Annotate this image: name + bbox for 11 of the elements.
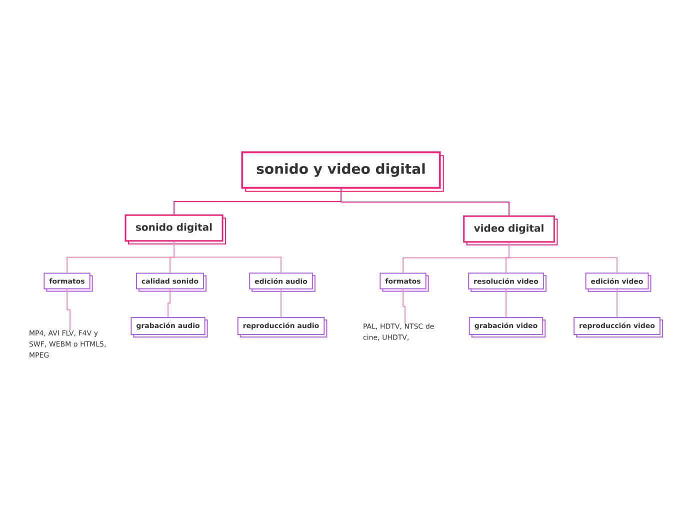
connector-line (174, 241, 282, 274)
connector-line (66, 288, 70, 331)
connector-line (402, 288, 406, 324)
topic-box: sonido digital (124, 214, 226, 244)
connector-line (508, 242, 618, 274)
topic-box: video digital (463, 215, 558, 246)
connector-line (616, 288, 618, 318)
connector-line (340, 188, 510, 216)
connector-line (280, 288, 282, 318)
title-box: sonido y video digital (241, 151, 444, 192)
connector-line (168, 288, 170, 318)
